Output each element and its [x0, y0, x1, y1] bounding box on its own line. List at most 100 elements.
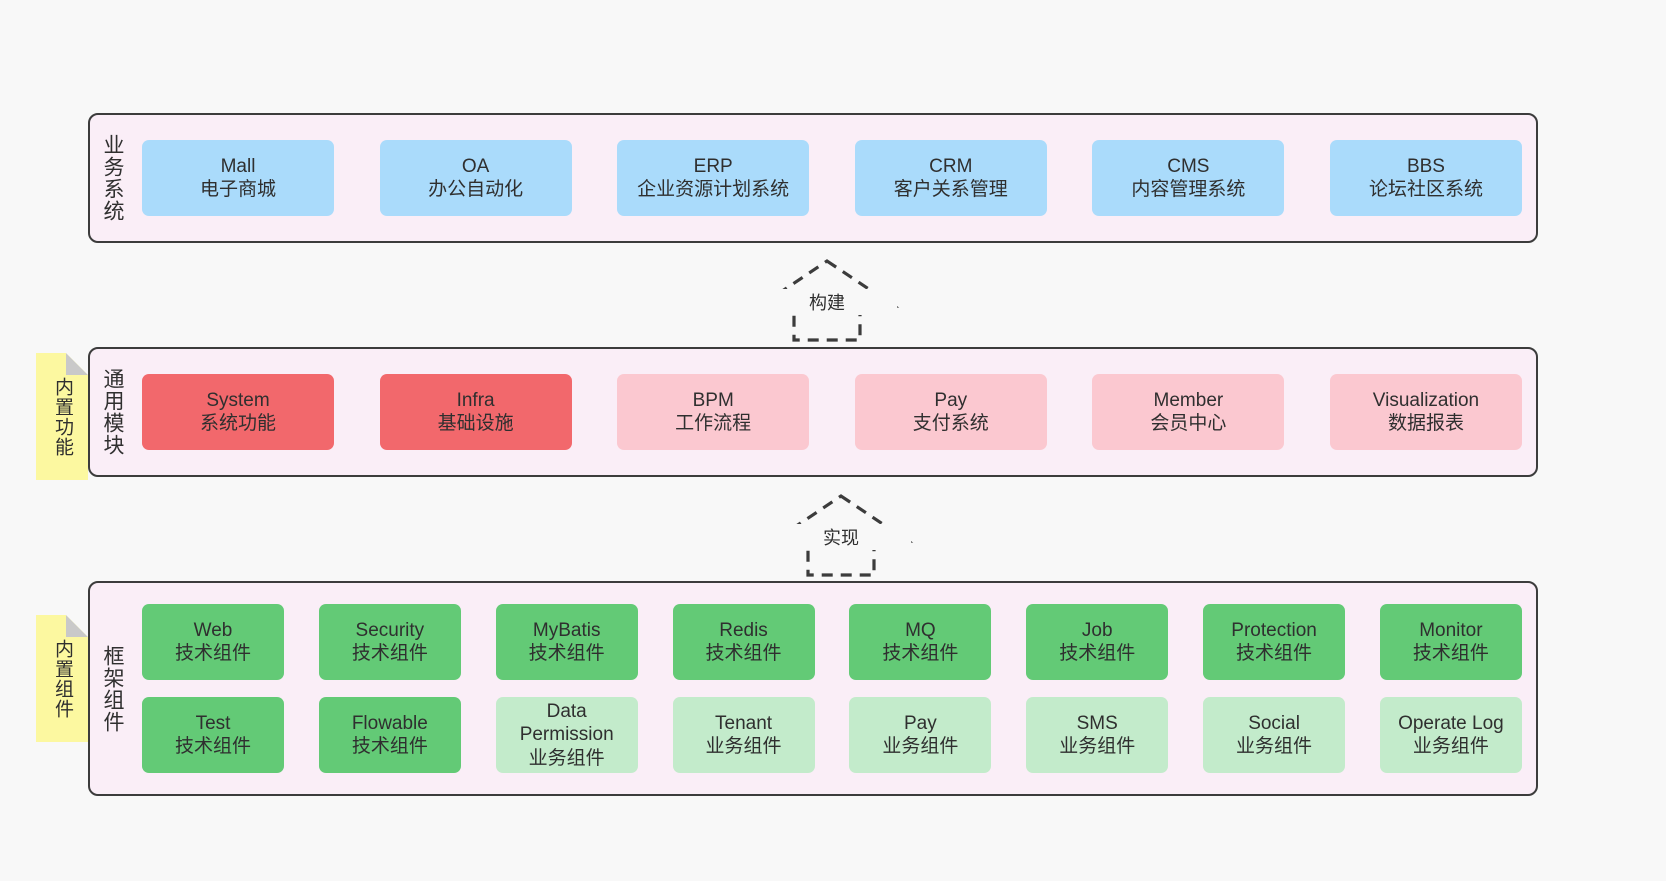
card-title-cn: 客户关系管理 [893, 179, 1008, 200]
card-title-en: Test [195, 712, 231, 734]
note-fold-corner-icon [66, 615, 88, 637]
card-title-cn: 支付系统 [912, 413, 989, 434]
layer-title-common-module: 通用模块 [100, 368, 124, 456]
card-title-en: Member [1153, 389, 1224, 411]
card-title-cn: 办公自动化 [428, 179, 524, 200]
card-title-en: Operate Log [1398, 712, 1504, 734]
card-title-cn: 论坛社区系统 [1368, 179, 1483, 200]
card-title-cn: 技术组件 [174, 736, 251, 757]
card-title-en: Pay [904, 712, 937, 734]
card-title-en: Redis [719, 619, 768, 641]
card-title-cn: 业务组件 [882, 736, 959, 757]
card-title-en: Social [1248, 712, 1300, 734]
card-title-en: Mall [220, 155, 256, 177]
card-title-en: Pay [934, 389, 968, 411]
card-title-cn: 业务组件 [705, 736, 782, 757]
card-title-cn: 业务组件 [1059, 736, 1136, 757]
card-title-en: Flowable [351, 712, 428, 734]
card-title-cn: 业务组件 [1236, 736, 1313, 757]
card-title-cn: 技术组件 [174, 643, 251, 664]
card-title-cn: 技术组件 [882, 643, 959, 664]
card-title-cn: 内容管理系统 [1131, 179, 1246, 200]
card-title-en: Protection [1231, 619, 1317, 641]
card-title-en: ERP [693, 155, 733, 177]
note-builtin-feature-label: 内置功能 [52, 376, 74, 457]
card-title-cn: 会员中心 [1150, 413, 1227, 434]
card-title-en: MQ [905, 619, 936, 641]
card-title-cn: 业务组件 [528, 747, 605, 769]
card-title-cn: 技术组件 [1236, 643, 1313, 664]
build-arrow: 构建 [754, 258, 900, 343]
layer-title-framework-component: 框架组件 [100, 644, 124, 733]
card-title-en: CMS [1167, 155, 1210, 177]
card-title-en: Security [355, 619, 425, 641]
layer-title-business-system: 业务系统 [100, 134, 124, 222]
card-title-cn: 技术组件 [351, 643, 428, 664]
card-title-en: SMS [1076, 712, 1118, 734]
implement-arrow: 实现 [768, 493, 914, 578]
note-builtin-component: 内置组件 [36, 615, 88, 742]
card-title-cn: 企业资源计划系统 [637, 179, 790, 200]
card-title-cn: 技术组件 [1412, 643, 1489, 664]
build-arrow-label: 构建 [757, 289, 897, 315]
note-builtin-feature: 内置功能 [36, 353, 88, 480]
card-title-cn: 技术组件 [1059, 643, 1136, 664]
note-fold-corner-icon [66, 353, 88, 375]
card-title-cn: 业务组件 [1412, 736, 1489, 757]
card-title-en: Data Permission [519, 701, 614, 746]
card-title-en: System [206, 389, 270, 411]
card-title-en: Infra [456, 389, 495, 411]
card-title-en: MyBatis [532, 619, 601, 641]
card-title-en: BBS [1406, 155, 1445, 177]
card-title-cn: 系统功能 [199, 413, 276, 434]
card-title-en: BPM [692, 389, 734, 411]
card-title-cn: 基础设施 [437, 413, 514, 434]
card-title-en: Job [1081, 619, 1113, 641]
card-title-cn: 技术组件 [351, 736, 428, 757]
card-title-cn: 数据报表 [1387, 413, 1464, 434]
note-builtin-component-label: 内置组件 [52, 638, 74, 719]
card-title-en: CRM [929, 155, 973, 177]
card-title-cn: 技术组件 [705, 643, 782, 664]
card-title-en: Tenant [715, 712, 773, 734]
card-title-cn: 工作流程 [675, 413, 752, 434]
